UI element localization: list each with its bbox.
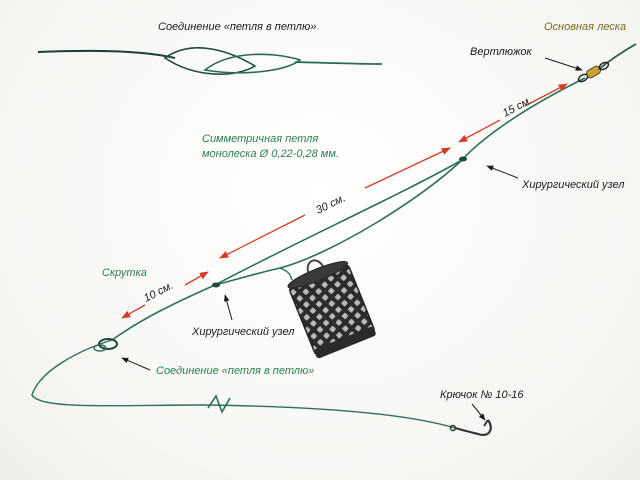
loop-join-illustration: [37, 47, 383, 75]
loop-knot-inner: [93, 344, 107, 352]
surgeon-knot-bottom-pointer: [224, 294, 233, 321]
rig-lines: [31, 43, 637, 429]
surgeon-knot-upper: [459, 156, 467, 162]
pointer-arrows: [121, 57, 583, 421]
label-twist: Скрутка: [102, 267, 147, 279]
label-surgeon-knot-bottom: Хирургический узел: [191, 326, 295, 338]
feeder-dropper: [279, 267, 293, 281]
surgeon-knot-right-pointer: [486, 165, 519, 179]
measure-10-arrow-b: [121, 304, 146, 319]
loop-join-loop-a: [163, 47, 257, 75]
loop-join-bottom-pointer: [121, 357, 151, 371]
hook: [449, 419, 492, 436]
loop-join-right-line: [294, 61, 383, 65]
loop-knot: [98, 338, 118, 350]
loop-join-loop-b: [203, 53, 302, 74]
loop-join-left-line: [37, 49, 176, 59]
main-line: [597, 43, 637, 71]
label-swivel: Вертлюжок: [470, 46, 533, 58]
swivel-pointer: [544, 57, 583, 71]
swivel: [577, 61, 610, 83]
surgeon-knot-lower: [212, 282, 220, 288]
label-surgeon-knot-right: Хирургический узел: [521, 179, 625, 191]
measure-30-arrow-b: [219, 214, 306, 259]
label-hook: Крючок № 10-16: [440, 389, 524, 401]
loop-strand-lower: [214, 159, 463, 286]
hook-link: [31, 339, 456, 429]
measure-30-arrow-a: [364, 147, 451, 189]
loop-strand-upper: [111, 77, 586, 341]
measurements: [121, 83, 568, 319]
label-loop-join-bottom: Соединение «петля в петлю»: [156, 365, 314, 377]
feeder: [287, 259, 376, 359]
measure-30-label: 30 см.: [314, 192, 347, 217]
label-main-line: Основная леска: [544, 21, 626, 33]
label-loop-title-1: Симметричная петля: [202, 133, 318, 145]
measure-15-arrow-a: [524, 83, 568, 107]
label-loop-title-2: монолеска Ø 0,22-0,28 мм.: [202, 148, 339, 160]
measure-15-arrow-b: [458, 119, 501, 143]
label-loop-join-top: Соединение «петля в петлю»: [158, 21, 316, 33]
hook-pointer: [471, 403, 486, 421]
line-break-mark: [207, 394, 231, 414]
measure-10-arrow-a: [184, 271, 209, 286]
measure-10-label: 10 см.: [142, 280, 175, 305]
